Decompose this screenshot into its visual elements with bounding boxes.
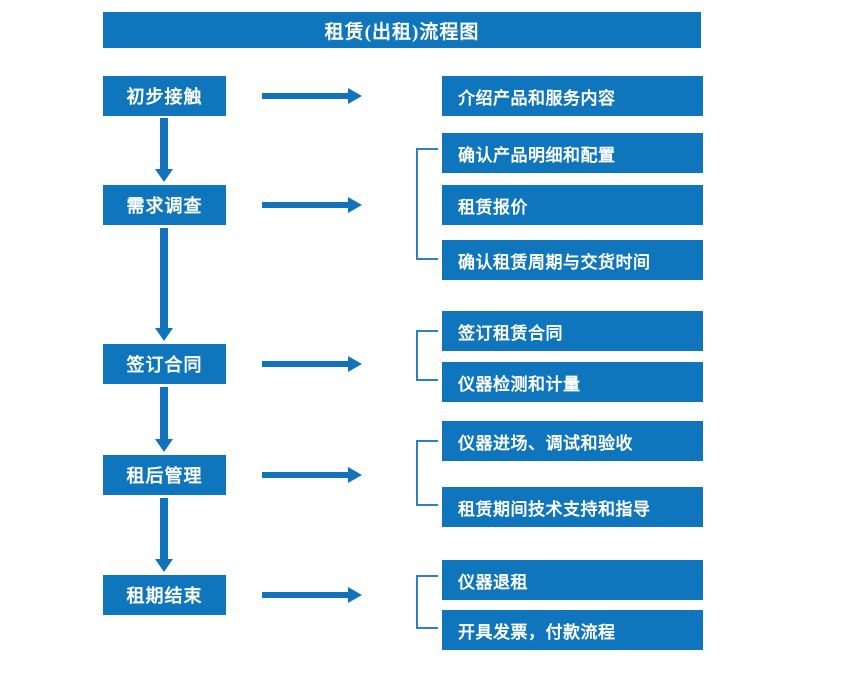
arrow-shaft: [160, 118, 168, 169]
detail-box-8[interactable]: 租赁期间技术支持和指导: [442, 487, 703, 527]
arrow-shaft: [160, 387, 168, 439]
arrow-head: [155, 559, 173, 572]
link-arrow-right-2: [262, 197, 362, 213]
group-bracket-2: [416, 148, 438, 260]
detail-box-2[interactable]: 确认产品明细和配置: [442, 133, 703, 173]
group-bracket-5: [416, 575, 438, 629]
arrow-shaft: [262, 472, 350, 478]
arrow-head: [348, 88, 362, 104]
detail-box-6[interactable]: 仪器检测和计量: [442, 362, 703, 402]
detail-box-3[interactable]: 租赁报价: [442, 185, 703, 225]
detail-box-1[interactable]: 介绍产品和服务内容: [442, 76, 703, 116]
arrow-shaft: [262, 202, 350, 208]
arrow-head: [348, 197, 362, 213]
arrow-shaft: [262, 93, 350, 99]
stage-box-3[interactable]: 签订合同: [103, 344, 226, 384]
stage-box-5[interactable]: 租期结束: [103, 575, 226, 615]
arrow-shaft: [160, 228, 168, 328]
stage-box-4[interactable]: 租后管理: [103, 455, 226, 495]
detail-box-5[interactable]: 签订租赁合同: [442, 311, 703, 351]
link-arrow-right-5: [262, 587, 362, 603]
flow-arrow-down-1: [155, 118, 173, 182]
detail-box-9[interactable]: 仪器退租: [442, 560, 703, 600]
arrow-head: [155, 169, 173, 182]
stage-box-1[interactable]: 初步接触: [103, 76, 226, 116]
page-title: 租赁(出租)流程图: [103, 12, 701, 48]
flow-arrow-down-3: [155, 387, 173, 452]
detail-box-10[interactable]: 开具发票，付款流程: [442, 610, 703, 650]
arrow-head: [348, 587, 362, 603]
group-bracket-3: [416, 330, 438, 381]
arrow-head: [348, 467, 362, 483]
flow-arrow-down-2: [155, 228, 173, 341]
link-arrow-right-1: [262, 88, 362, 104]
arrow-head: [155, 439, 173, 452]
group-bracket-4: [416, 440, 438, 506]
arrow-head: [348, 356, 362, 372]
flow-arrow-down-4: [155, 498, 173, 572]
detail-box-7[interactable]: 仪器进场、调试和验收: [442, 421, 703, 461]
arrow-head: [155, 328, 173, 341]
arrow-shaft: [262, 592, 350, 598]
stage-box-2[interactable]: 需求调查: [103, 185, 226, 225]
arrow-shaft: [262, 361, 350, 367]
link-arrow-right-4: [262, 467, 362, 483]
detail-box-4[interactable]: 确认租赁周期与交货时间: [442, 240, 703, 280]
arrow-shaft: [160, 498, 168, 559]
link-arrow-right-3: [262, 356, 362, 372]
